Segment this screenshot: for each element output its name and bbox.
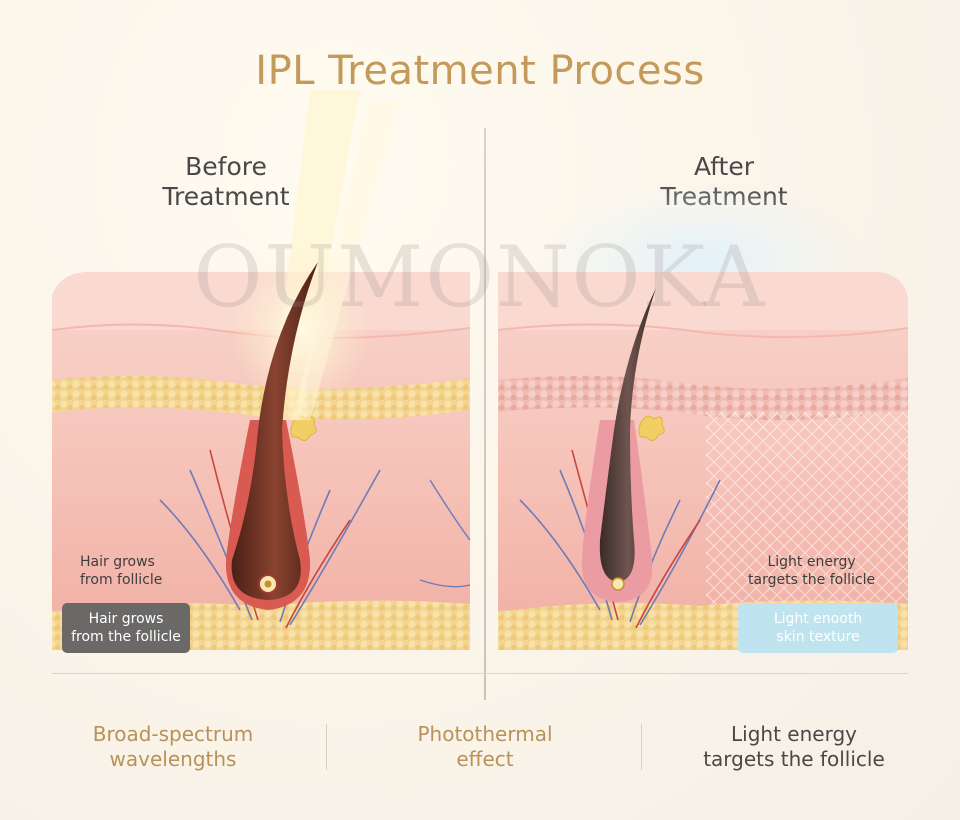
before-label-line2: from follicle bbox=[80, 572, 163, 588]
after-label: Light energy targets the follicle bbox=[748, 553, 875, 589]
before-tag-line2: from the follicle bbox=[71, 629, 181, 645]
before-label: Hair grows from follicle bbox=[80, 553, 162, 589]
caption-2-line2: effect bbox=[456, 747, 514, 771]
after-tag-line1: Light enooth bbox=[773, 611, 863, 627]
before-heading: Before Treatment bbox=[76, 152, 376, 212]
after-label-line1: Light energy bbox=[767, 554, 856, 570]
caption-3-line1: Light energy bbox=[731, 722, 857, 746]
bottom-rule bbox=[52, 673, 908, 674]
page-title: IPL Treatment Process bbox=[255, 48, 705, 94]
caption-wavelengths: Broad-spectrum wavelengths bbox=[62, 722, 284, 772]
after-tag: Light enooth skin texture bbox=[738, 603, 898, 653]
before-label-line1: Hair grows bbox=[80, 554, 155, 570]
caption-2-line1: Photothermal bbox=[417, 722, 553, 746]
caption-targets-follicle: Light energy targets the follicle bbox=[672, 722, 916, 772]
center-divider bbox=[484, 128, 486, 700]
skin-diagrams bbox=[51, 90, 909, 650]
caption-3-line2: targets the follicle bbox=[703, 747, 885, 771]
before-heading-line1: Before bbox=[185, 152, 267, 181]
caption-1-line1: Broad-spectrum bbox=[92, 722, 254, 746]
before-tag-line1: Hair grows bbox=[88, 611, 164, 627]
after-heading-line1: After bbox=[693, 152, 755, 181]
after-tag-line2: skin texture bbox=[776, 629, 860, 645]
caption-1-line2: wavelengths bbox=[109, 747, 237, 771]
before-heading-line2: Treatment bbox=[162, 182, 290, 211]
caption-photothermal: Photothermal effect bbox=[374, 722, 596, 772]
before-tag: Hair grows from the follicle bbox=[62, 603, 190, 653]
caption-separator-2 bbox=[641, 724, 642, 770]
after-label-line2: targets the follicle bbox=[748, 572, 876, 588]
after-skin-block bbox=[497, 180, 909, 650]
caption-separator-1 bbox=[326, 724, 327, 770]
